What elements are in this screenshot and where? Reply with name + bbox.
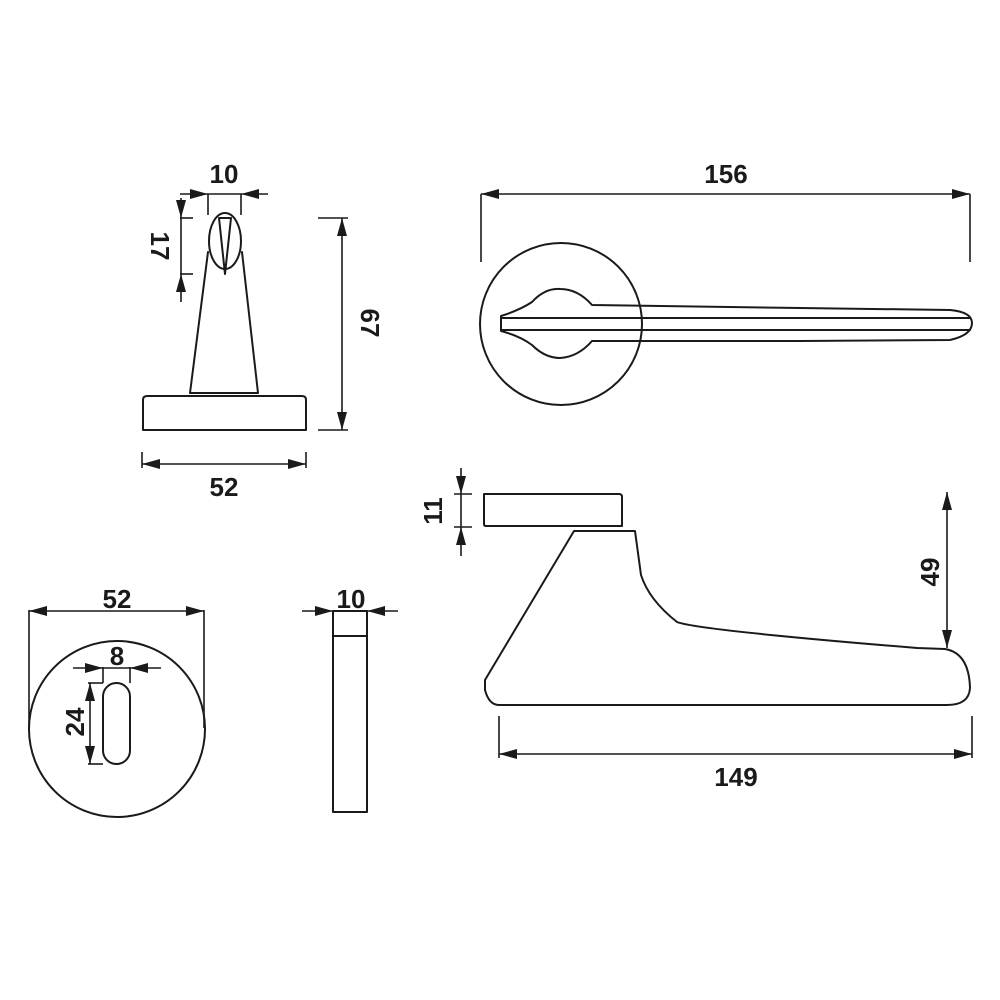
dimension-escutcheon-diameter: 52 — [28, 584, 205, 728]
dim-label-8: 8 — [110, 641, 124, 671]
dimension-tip-height: 17 — [145, 198, 193, 302]
dimension-lever-length: 149 — [498, 716, 973, 792]
dim-label-156: 156 — [704, 159, 747, 189]
keyhole-slot — [102, 682, 131, 765]
rose-side — [483, 493, 623, 527]
dimension-top-width: 10 — [180, 159, 268, 215]
dimension-rose-width: 52 — [141, 452, 307, 502]
escutcheon-side-body — [332, 610, 368, 813]
escutcheon-side-view: 10 — [302, 584, 398, 813]
dim-label-17: 17 — [145, 232, 175, 261]
dim-label-49: 49 — [915, 558, 945, 587]
lever-profile — [484, 530, 971, 706]
lever-tip — [208, 212, 242, 270]
escutcheon-circle — [28, 640, 206, 818]
rose-circle — [479, 242, 643, 406]
dimension-total-length: 156 — [480, 159, 971, 262]
dim-label-24: 24 — [60, 707, 90, 736]
dim-label-52-top: 52 — [210, 472, 239, 502]
dim-label-67: 67 — [355, 309, 385, 338]
lever-body — [500, 287, 973, 359]
dim-label-10: 10 — [210, 159, 239, 189]
rose-base — [142, 395, 307, 431]
dim-label-10-bottom: 10 — [337, 584, 366, 614]
dimension-keyhole-height: 24 — [60, 682, 103, 765]
tip-groove — [218, 217, 232, 275]
lever-end-view: 10 17 67 52 — [141, 159, 385, 502]
dim-label-11: 11 — [418, 497, 448, 525]
lever-shank — [189, 251, 259, 394]
dimension-projection: 49 — [915, 492, 952, 648]
escutcheon-front-view: 52 8 24 — [28, 584, 206, 818]
dim-label-149: 149 — [714, 762, 757, 792]
dimension-total-height: 67 — [318, 217, 385, 431]
dimension-keyhole-width: 8 — [73, 641, 161, 683]
dimension-escutcheon-thickness: 10 — [302, 584, 398, 616]
lever-side-view: 11 49 149 — [418, 468, 973, 792]
dimension-rose-thickness: 11 — [418, 468, 472, 556]
dim-label-52-bottom: 52 — [103, 584, 132, 614]
lever-top-view: 156 — [479, 159, 973, 406]
